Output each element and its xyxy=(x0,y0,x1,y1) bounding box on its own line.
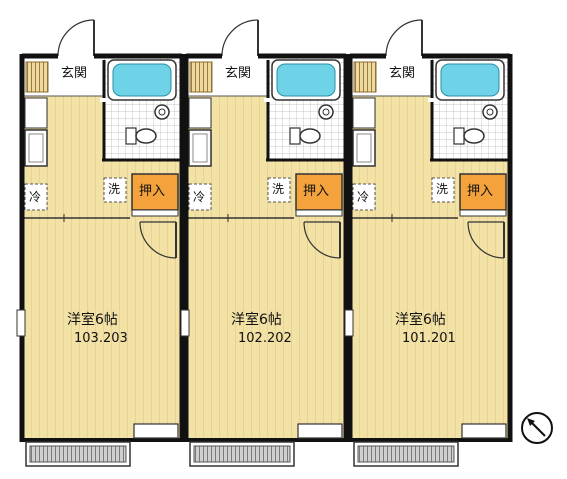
room-door-swing xyxy=(139,221,177,259)
sink-basin xyxy=(192,133,208,163)
washer-label: 洗 xyxy=(108,182,121,196)
washer-label: 洗 xyxy=(272,182,285,196)
front-door-swing xyxy=(57,19,95,57)
wash-basin-drain xyxy=(158,108,166,116)
room-number-label: 102.202 xyxy=(238,331,292,346)
unit-1 xyxy=(16,19,185,467)
side-window xyxy=(16,309,26,337)
bathtub-water xyxy=(440,63,500,97)
room-type-label: 洋室6帖 xyxy=(231,312,282,328)
fridge-label: 冷 xyxy=(29,190,42,204)
balcony-railing xyxy=(29,445,127,463)
wash-basin xyxy=(154,104,170,120)
closet-sill xyxy=(131,209,179,217)
kitchen-sink xyxy=(24,129,48,167)
wash-basin xyxy=(318,104,334,120)
toilet-tank xyxy=(289,127,301,145)
bottom-storage xyxy=(461,423,507,439)
unit-3 xyxy=(344,19,513,467)
kitchen-counter xyxy=(188,97,212,129)
unit-2 xyxy=(180,19,349,467)
side-window xyxy=(344,309,354,337)
toilet-tank xyxy=(453,127,465,145)
genkan-label: 玄関 xyxy=(61,66,88,81)
closet-label: 押入 xyxy=(467,184,494,199)
toilet-bowl xyxy=(299,128,321,144)
western-room-floor xyxy=(352,220,508,440)
bathtub-water xyxy=(112,63,172,97)
fridge-spot xyxy=(24,183,48,211)
sink-basin xyxy=(28,133,44,163)
closet xyxy=(295,173,343,211)
room-door-swing xyxy=(303,221,341,259)
genkan-label: 玄関 xyxy=(389,66,416,81)
room-type-label: 洋室6帖 xyxy=(67,312,118,328)
washer-label: 洗 xyxy=(436,182,449,196)
side-window xyxy=(180,309,190,337)
balcony-railing xyxy=(357,445,455,463)
sink-basin xyxy=(356,133,372,163)
washer-spot xyxy=(103,177,127,203)
closet xyxy=(131,173,179,211)
wash-basin-drain xyxy=(486,108,494,116)
bottom-storage xyxy=(133,423,179,439)
toilet-bowl xyxy=(463,128,485,144)
shoe-cabinet xyxy=(25,61,49,93)
wash-basin-drain xyxy=(322,108,330,116)
bottom-storage xyxy=(297,423,343,439)
closet xyxy=(459,173,507,211)
washer-spot xyxy=(431,177,455,203)
shoe-cabinet xyxy=(189,61,213,93)
front-door-swing xyxy=(385,19,423,57)
kitchen-counter xyxy=(24,97,48,129)
toilet-bowl xyxy=(135,128,157,144)
room-door-swing xyxy=(467,221,505,259)
room-type-label: 洋室6帖 xyxy=(395,312,446,328)
kitchen-sink xyxy=(352,129,376,167)
wash-basin xyxy=(482,104,498,120)
fridge-spot xyxy=(352,183,376,211)
western-room-floor xyxy=(188,220,344,440)
front-door-swing xyxy=(221,19,259,57)
balcony-railing xyxy=(193,445,291,463)
washer-spot xyxy=(267,177,291,203)
bathtub-water xyxy=(276,63,336,97)
kitchen-counter xyxy=(352,97,376,129)
room-number-label: 103.203 xyxy=(74,331,128,346)
closet-sill xyxy=(459,209,507,217)
kitchen-sink xyxy=(188,129,212,167)
toilet-tank xyxy=(125,127,137,145)
shoe-cabinet xyxy=(353,61,377,93)
closet-label: 押入 xyxy=(303,184,330,199)
fridge-label: 冷 xyxy=(357,190,370,204)
western-room-floor xyxy=(24,220,180,440)
closet-sill xyxy=(295,209,343,217)
genkan-label: 玄関 xyxy=(225,66,252,81)
closet-label: 押入 xyxy=(139,184,166,199)
room-number-label: 101.201 xyxy=(402,331,456,346)
north-arrow-icon xyxy=(521,412,553,444)
fridge-spot xyxy=(188,183,212,211)
fridge-label: 冷 xyxy=(193,190,206,204)
